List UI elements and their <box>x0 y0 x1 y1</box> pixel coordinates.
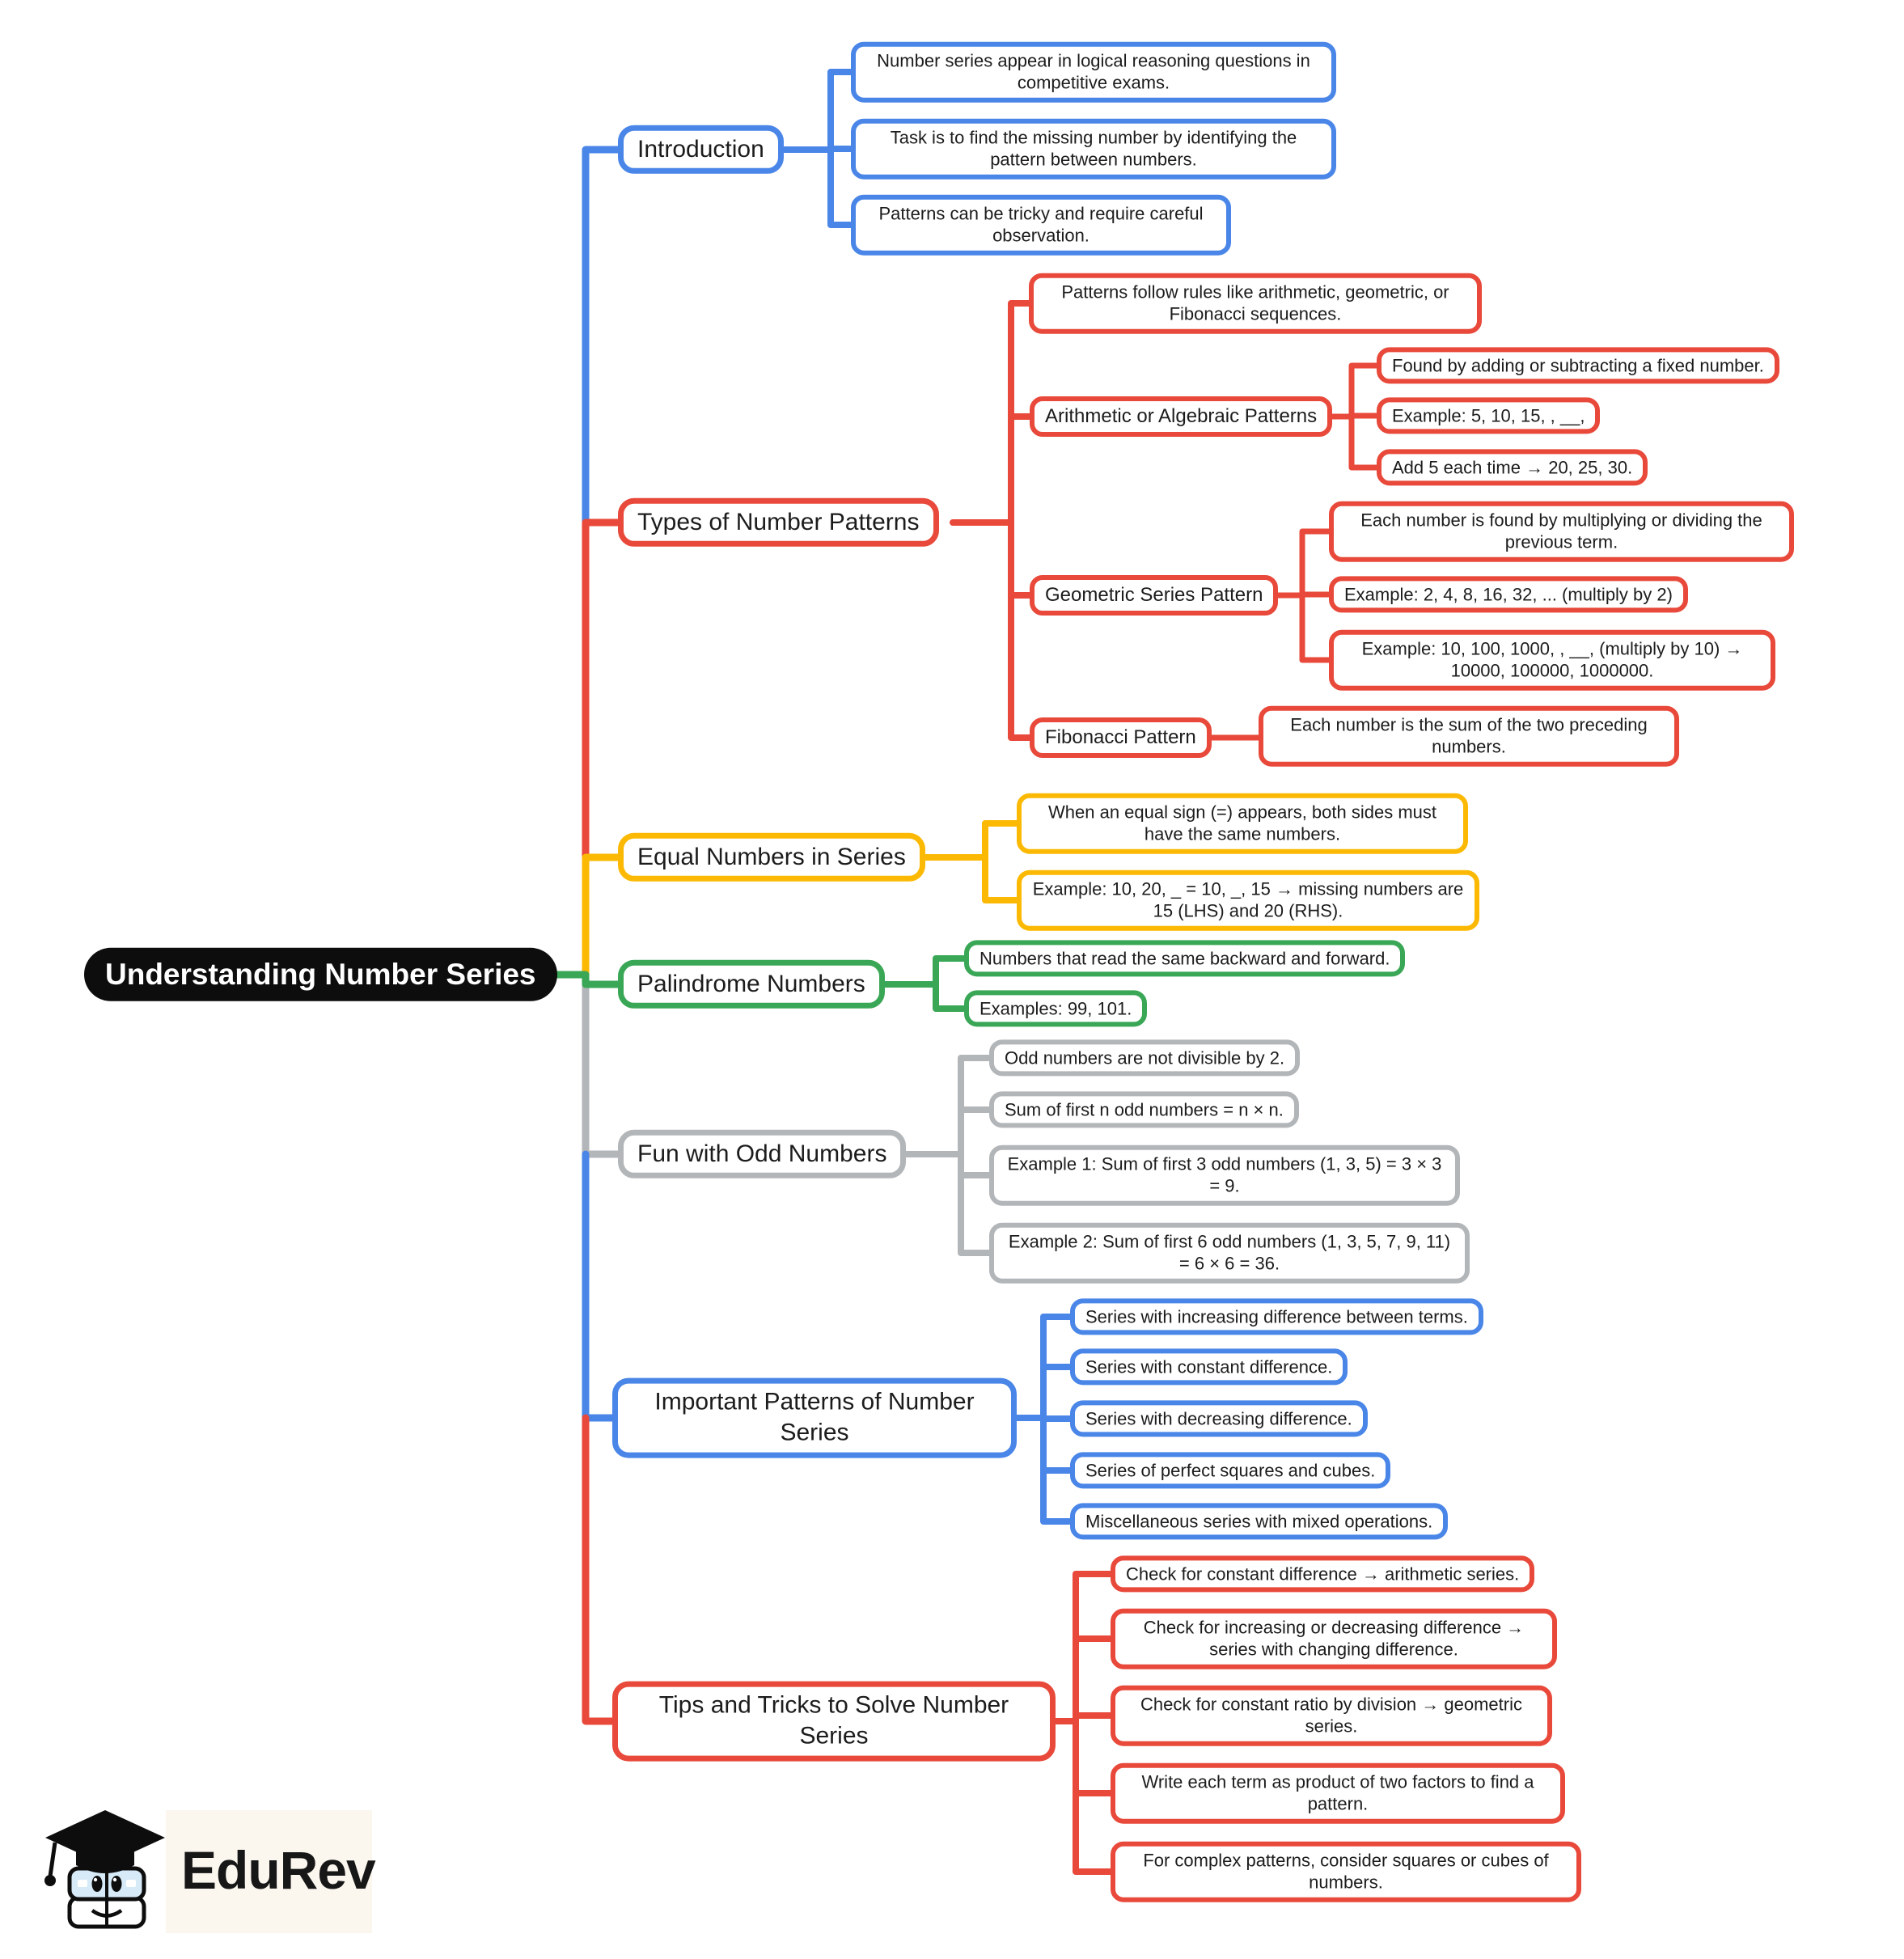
trunk-blue-lower <box>582 1150 616 1422</box>
note: Patterns follow rules like arithmetic, g… <box>1029 273 1482 334</box>
trunk-red-lower <box>582 1414 616 1725</box>
edges-types <box>950 300 1033 741</box>
edge-central-palindrome <box>546 971 622 988</box>
branch-tips-and-tricks: Tips and Tricks to Solve Number Series <box>612 1681 1056 1762</box>
central-topic: Understanding Number Series <box>84 947 557 1002</box>
note: Number series appear in logical reasonin… <box>851 41 1336 103</box>
edges-palindrome <box>870 955 967 1012</box>
branch-palindrome-numbers: Palindrome Numbers <box>618 959 885 1009</box>
note: For complex patterns, consider squares o… <box>1111 1841 1581 1902</box>
note: Example: 10, 100, 1000, , __, (multiply … <box>1329 629 1775 691</box>
note: Each number is found by multiplying or d… <box>1329 501 1794 562</box>
trunk-yellow <box>582 853 622 979</box>
subbranch-geometric-pattern: Geometric Series Pattern <box>1030 575 1279 616</box>
note: Odd numbers are not divisible by 2. <box>989 1039 1301 1077</box>
note: Found by adding or subtracting a fixed n… <box>1377 347 1779 384</box>
trunk-blue-top <box>582 146 622 527</box>
branch-equal-numbers: Equal Numbers in Series <box>618 832 925 882</box>
note: Patterns can be tricky and require caref… <box>851 194 1231 256</box>
edges-introduction <box>758 69 854 228</box>
note: Series with constant difference. <box>1070 1348 1348 1386</box>
edurev-brand-text: EduRev <box>181 1840 376 1900</box>
trunk-red-upper <box>582 518 622 861</box>
note: Example: 10, 20, _ = 10, _, 15 → missing… <box>1017 869 1479 931</box>
note: Check for constant difference → arithmet… <box>1111 1555 1535 1593</box>
note: Example: 2, 4, 8, 16, 32, ... (multiply … <box>1329 576 1688 613</box>
note: Each number is the sum of the two preced… <box>1259 705 1679 767</box>
note: Examples: 99, 101. <box>964 990 1148 1027</box>
logo-backdrop <box>166 1810 372 1933</box>
note: When an equal sign (=) appears, both sid… <box>1017 793 1468 854</box>
note: Add 5 each time → 20, 25, 30. <box>1377 449 1648 486</box>
note: Numbers that read the same backward and … <box>964 940 1406 977</box>
edges-fun <box>903 1055 992 1256</box>
note: Sum of first n odd numbers = n × n. <box>989 1091 1299 1128</box>
note: Example 2: Sum of first 6 odd numbers (1… <box>989 1222 1470 1284</box>
subbranch-fibonacci-pattern: Fibonacci Pattern <box>1030 717 1212 758</box>
branch-types-of-number-patterns: Types of Number Patterns <box>618 497 939 548</box>
trunk-gray <box>582 980 622 1158</box>
branch-introduction: Introduction <box>618 125 784 175</box>
note: Task is to find the missing number by id… <box>851 118 1336 180</box>
note: Check for constant ratio by division → g… <box>1111 1685 1552 1746</box>
note: Series of perfect squares and cubes. <box>1070 1452 1391 1489</box>
note: Miscellaneous series with mixed operatio… <box>1070 1503 1449 1540</box>
note: Series with decreasing difference. <box>1070 1400 1368 1437</box>
edurev-logo: EduRev <box>40 1805 376 1935</box>
subbranch-arithmetic-patterns: Arithmetic or Algebraic Patterns <box>1030 396 1333 437</box>
branch-fun-with-odd-numbers: Fun with Odd Numbers <box>618 1129 907 1179</box>
note: Example: 5, 10, 15, , __, <box>1377 397 1601 434</box>
note: Check for increasing or decreasing diffe… <box>1111 1608 1557 1669</box>
branch-important-patterns: Important Patterns of Number Series <box>612 1377 1017 1458</box>
note: Example 1: Sum of first 3 odd numbers (1… <box>989 1145 1460 1206</box>
note: Write each term as product of two factor… <box>1111 1762 1565 1824</box>
note: Series with increasing difference betwee… <box>1070 1298 1483 1335</box>
edurev-mascot-icon <box>44 1810 165 1929</box>
edges-equal <box>919 820 1020 903</box>
